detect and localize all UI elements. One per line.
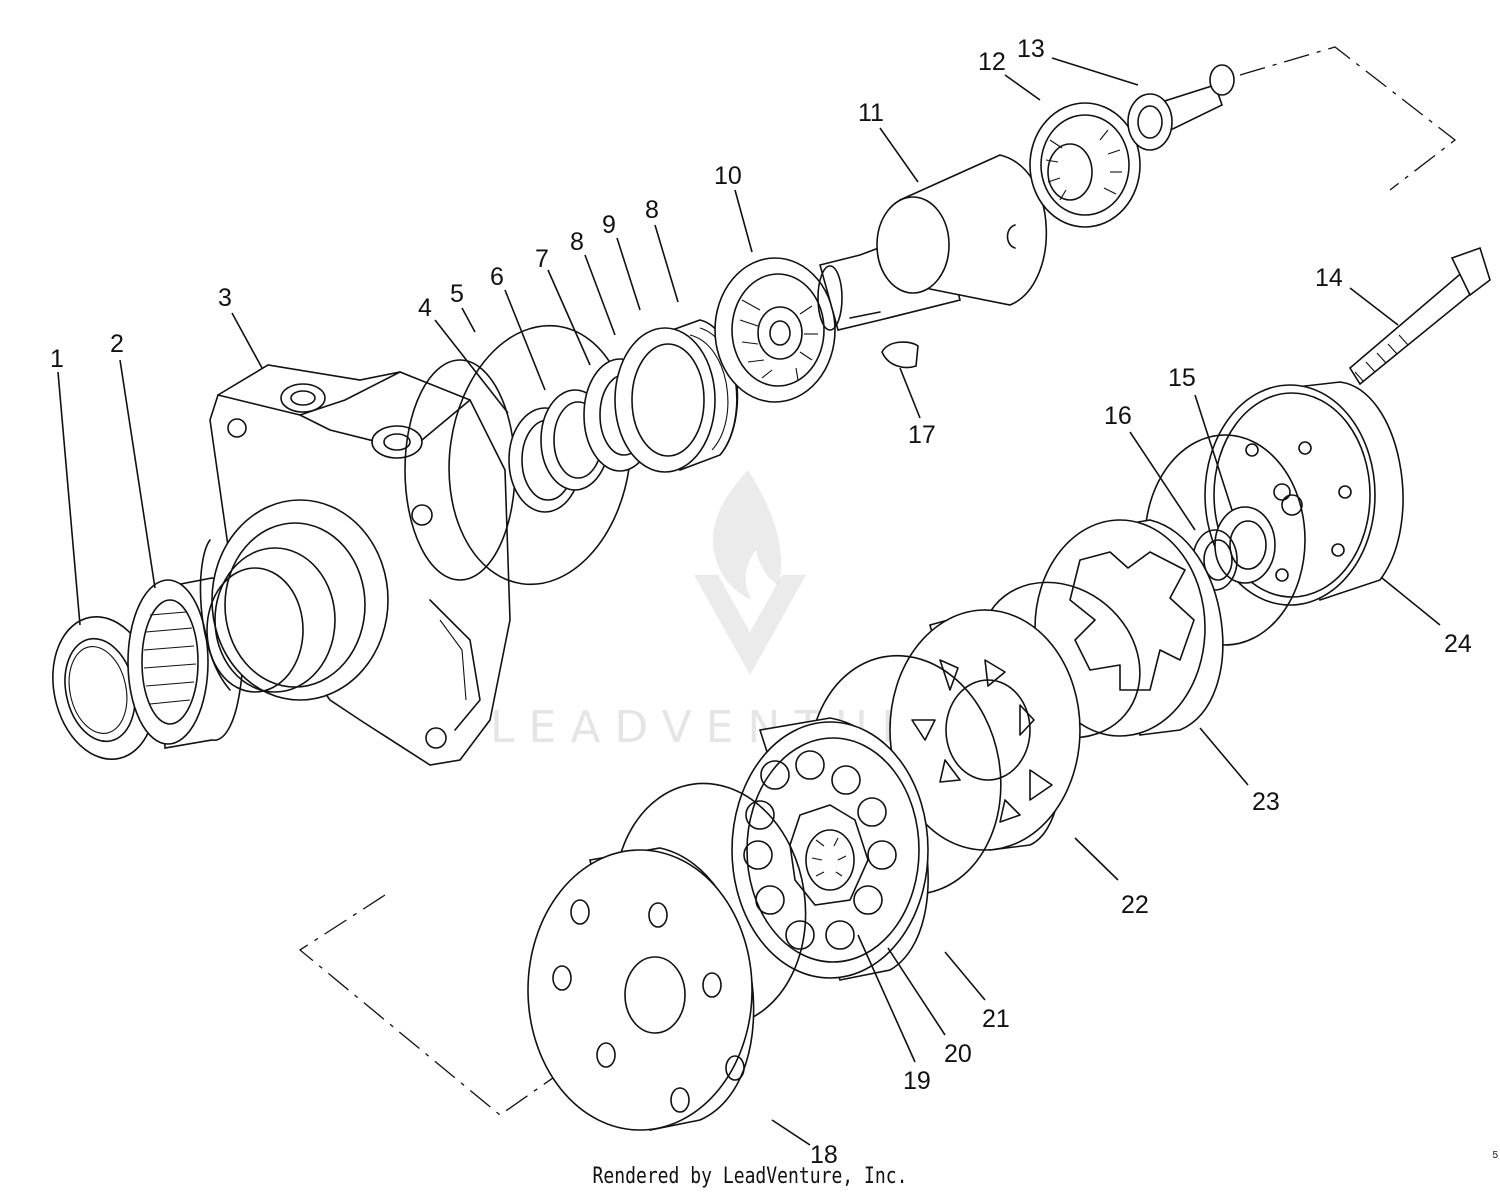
callout-21: 21 xyxy=(982,1005,1010,1033)
callout-8-second: 8 xyxy=(645,196,659,224)
callout-3: 3 xyxy=(218,284,232,312)
callout-4: 4 xyxy=(418,294,432,322)
part-23-manifold xyxy=(1034,519,1224,737)
callout-12: 12 xyxy=(978,48,1006,76)
callout-16: 16 xyxy=(1104,402,1132,430)
part-8-9-thrust-bearing xyxy=(614,319,739,473)
callout-11: 11 xyxy=(858,99,884,127)
callout-22: 22 xyxy=(1121,891,1149,919)
callout-24: 24 xyxy=(1444,630,1472,658)
callout-9: 9 xyxy=(602,211,616,239)
callout-18: 18 xyxy=(810,1141,838,1169)
part-12-gear xyxy=(1029,102,1141,228)
part-10-needle-bearing xyxy=(714,257,836,403)
corner-mark: 5 xyxy=(1492,1150,1498,1161)
part-11-shaft xyxy=(817,154,1048,331)
part-18-end-plate xyxy=(527,847,755,1131)
callout-8-first: 8 xyxy=(570,228,584,256)
callout-5: 5 xyxy=(450,280,464,308)
callout-17: 17 xyxy=(908,421,936,449)
part-15-seal xyxy=(1214,506,1276,584)
callout-1: 1 xyxy=(50,345,64,373)
callout-20: 20 xyxy=(944,1040,972,1068)
callout-6: 6 xyxy=(490,263,504,291)
callout-2: 2 xyxy=(110,330,124,358)
callout-13: 13 xyxy=(1017,35,1045,63)
callout-15: 15 xyxy=(1168,364,1196,392)
rendered-by-footer: Rendered by LeadVenture, Inc. xyxy=(592,1164,908,1189)
callout-7: 7 xyxy=(535,245,549,273)
guide-line-top xyxy=(1239,46,1457,191)
part-3-housing xyxy=(199,359,516,766)
callout-labels: 1 2 3 4 5 6 7 8 9 8 10 11 12 13 14 15 16… xyxy=(50,35,1472,1169)
guide-line-bottom xyxy=(298,894,651,1116)
leader-lines xyxy=(57,57,1441,1146)
callout-14: 14 xyxy=(1315,264,1343,292)
callout-10: 10 xyxy=(714,162,742,190)
part-21-gerotor-housing xyxy=(731,717,929,981)
part-17-key xyxy=(881,341,919,369)
callout-23: 23 xyxy=(1252,788,1280,816)
part-13-drive-link xyxy=(1127,64,1235,151)
callout-19: 19 xyxy=(903,1067,931,1095)
part-14-bolt xyxy=(1348,246,1491,386)
part-22-commutator xyxy=(889,609,1081,851)
